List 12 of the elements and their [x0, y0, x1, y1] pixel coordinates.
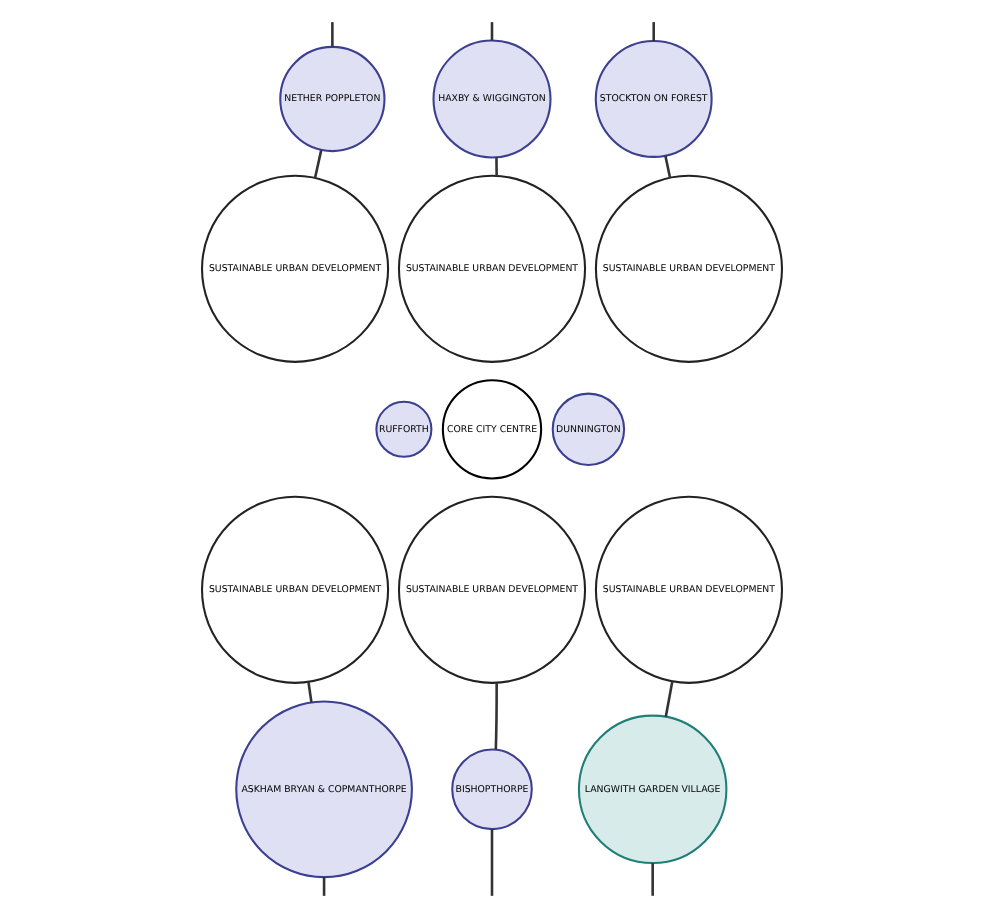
connector	[331, 22, 334, 47]
connector	[664, 155, 672, 178]
connector	[490, 22, 494, 41]
connector	[322, 877, 326, 896]
connector	[307, 681, 313, 703]
connector	[664, 681, 674, 718]
connector	[652, 22, 655, 42]
connector	[313, 150, 323, 179]
connector	[651, 863, 654, 896]
connector	[490, 829, 494, 896]
connector	[495, 157, 498, 176]
connector	[494, 682, 498, 750]
